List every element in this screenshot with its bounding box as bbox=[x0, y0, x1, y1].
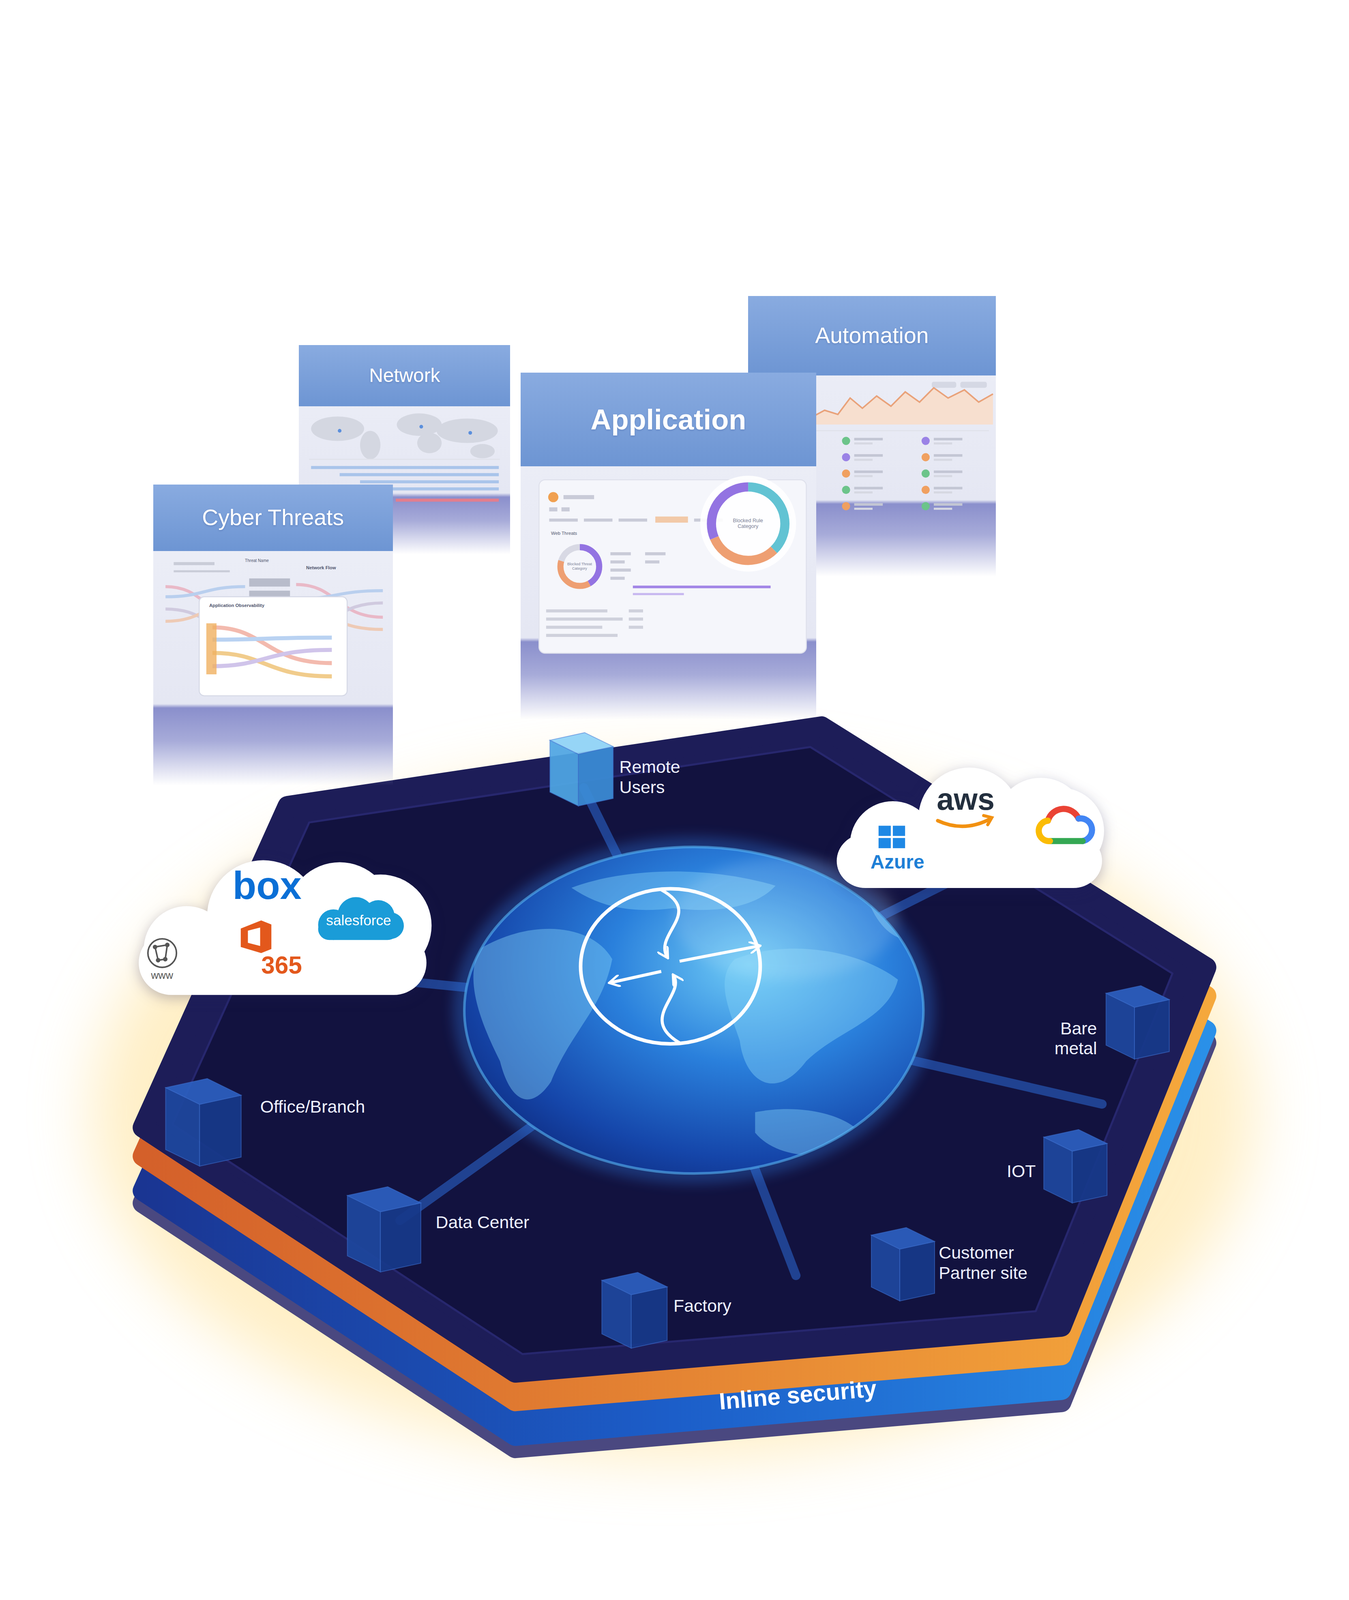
cube-face bbox=[199, 1095, 241, 1167]
security-band: Inline security bbox=[718, 1374, 878, 1416]
cube-face bbox=[1134, 999, 1170, 1060]
site-cube bbox=[871, 1227, 935, 1301]
routing-symbol bbox=[580, 888, 761, 1045]
site-label: IOT bbox=[1006, 1161, 1036, 1182]
dashboard-panel: Application bbox=[520, 372, 817, 720]
cube-face bbox=[380, 1203, 421, 1272]
cube-top bbox=[871, 1227, 935, 1249]
globe-rim bbox=[464, 847, 924, 1174]
saas-cloud: box 365 www salesforce bbox=[130, 859, 434, 996]
screen-label: Blocked Threat Category bbox=[565, 561, 595, 571]
site-label: Factory bbox=[673, 1295, 732, 1316]
cube-top bbox=[165, 1078, 241, 1105]
dashboard-panel: Cyber Threats bbox=[153, 484, 393, 786]
site-name: Office/Branch bbox=[260, 1096, 366, 1117]
brand-name: 365 bbox=[261, 951, 303, 980]
cube-face bbox=[1072, 1143, 1107, 1204]
band-title: Inline security bbox=[718, 1374, 878, 1416]
site-cube bbox=[165, 1078, 241, 1167]
screen-label: Web Threats bbox=[551, 530, 577, 537]
site-cube bbox=[549, 732, 614, 807]
panel-title: Cyber Threats bbox=[201, 504, 344, 531]
cube-top bbox=[1106, 985, 1170, 1008]
platform-inner-face bbox=[172, 746, 1173, 1354]
network-spokes bbox=[336, 787, 1103, 1276]
brand-name: salesforce bbox=[325, 912, 391, 929]
site-cube bbox=[347, 1186, 421, 1272]
site-cubes bbox=[165, 732, 1169, 1349]
site-name: Customer Partner site bbox=[938, 1242, 1057, 1283]
panel-title: Application bbox=[590, 403, 747, 436]
saas-badge: salesforce bbox=[310, 896, 406, 942]
panel-header: Automation bbox=[748, 295, 997, 376]
site-name: Factory bbox=[673, 1295, 732, 1316]
panel-header: Network bbox=[298, 345, 511, 407]
site-name: Data Center bbox=[435, 1212, 530, 1233]
site-name: IOT bbox=[1006, 1161, 1036, 1182]
site-name: Bare metal bbox=[1027, 1018, 1097, 1059]
site-label: Customer Partner site bbox=[938, 1242, 1057, 1283]
screen-label: Blocked Rule Category bbox=[724, 517, 772, 530]
site-label: Office/Branch bbox=[260, 1096, 366, 1117]
brand-name: Azure bbox=[870, 851, 925, 874]
site-label: Data Center bbox=[435, 1212, 530, 1233]
cloud-provider-cloud: awsAzure bbox=[831, 767, 1108, 888]
cube-top bbox=[1043, 1129, 1107, 1152]
site-cube bbox=[1106, 985, 1170, 1060]
brand-name: box bbox=[232, 863, 302, 908]
panel-header: Application bbox=[520, 372, 817, 467]
globe bbox=[464, 847, 924, 1174]
screen-label: Network Flow bbox=[306, 565, 336, 571]
platform-top-face bbox=[142, 726, 1206, 1373]
cube-face bbox=[899, 1241, 935, 1302]
brand-name: www bbox=[150, 969, 174, 982]
cube-top bbox=[549, 732, 614, 755]
screen-label: Application Observability bbox=[209, 602, 265, 609]
cube-face bbox=[631, 1286, 668, 1349]
screen-label: Threat Name bbox=[244, 558, 269, 564]
site-cube bbox=[1043, 1129, 1107, 1204]
cube-face bbox=[578, 746, 614, 807]
site-label: Remote Users bbox=[619, 757, 703, 797]
panel-title: Automation bbox=[814, 322, 929, 349]
site-name: Remote Users bbox=[619, 757, 703, 797]
panel-header: Cyber Threats bbox=[153, 484, 393, 552]
panel-title: Network bbox=[368, 364, 440, 387]
site-cube bbox=[601, 1272, 667, 1349]
cube-top bbox=[601, 1272, 667, 1295]
site-label: Bare metal bbox=[1027, 1018, 1097, 1059]
globe-halo bbox=[452, 836, 935, 1184]
brand-name: aws bbox=[936, 781, 995, 818]
cube-top bbox=[347, 1186, 421, 1212]
